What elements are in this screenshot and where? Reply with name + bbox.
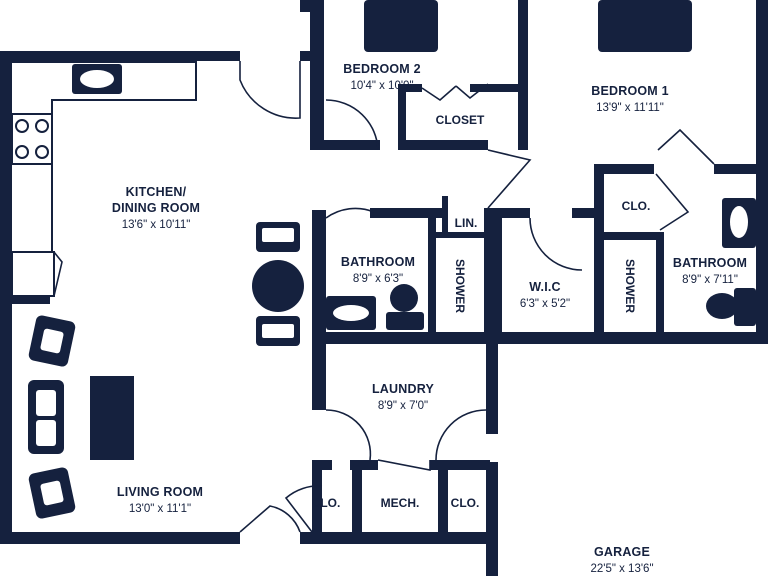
bed-icon <box>598 0 692 52</box>
room-laundry: LAUNDRY 8'9" x 7'0" <box>372 382 435 412</box>
room-name: LIVING ROOM <box>117 485 203 499</box>
room-name: LIN. <box>455 216 478 230</box>
room-kitchen-dining: KITCHEN/ DINING ROOM 13'6" x 10'11" <box>112 185 200 231</box>
room-linen: LIN. <box>455 216 478 230</box>
room-name: BATHROOM <box>673 256 747 270</box>
room-dimensions: 10'4" x 10'0" <box>350 80 413 92</box>
toilet-icon <box>386 284 424 330</box>
room-name: CLO. <box>622 199 651 213</box>
room-name: CLO. <box>312 496 341 510</box>
sofa-icon <box>28 380 64 454</box>
room-name: SHOWER <box>623 259 637 313</box>
room-dimensions: 8'9" x 7'11" <box>682 274 738 286</box>
room-name: GARAGE <box>594 545 650 559</box>
room-shower-left: SHOWER <box>453 259 467 313</box>
room-closet-right: CLO. <box>451 496 480 510</box>
room-name: SHOWER <box>453 259 467 313</box>
room-closet-left: CLO. <box>312 496 341 510</box>
room-name: BEDROOM 1 <box>591 84 669 98</box>
bath-sink-icon <box>722 198 756 248</box>
room-name: CLOSET <box>436 113 485 127</box>
room-name: BATHROOM <box>341 255 415 269</box>
armchair-icon <box>28 467 76 519</box>
room-name: LAUNDRY <box>372 382 435 396</box>
room-name: W.I.C <box>529 280 561 294</box>
fixtures <box>11 0 756 519</box>
door-swings <box>239 61 715 533</box>
room-name: MECH. <box>381 496 420 510</box>
room-dimensions: 8'9" x 6'3" <box>353 273 403 285</box>
room-dimensions: 13'0" x 11'1" <box>129 503 191 515</box>
room-bedroom-1: BEDROOM 1 13'9" x 11'11" <box>591 84 669 114</box>
room-walk-in-closet: W.I.C 6'3" x 5'2" <box>520 280 570 310</box>
room-bathroom-left: BATHROOM 8'9" x 6'3" <box>341 255 415 285</box>
room-dimensions: 6'3" x 5'2" <box>520 298 570 310</box>
stove-icon <box>11 113 53 165</box>
room-dimensions: 13'9" x 11'11" <box>596 102 664 114</box>
room-garage: GARAGE 22'5" x 13'6" <box>590 545 653 575</box>
room-bedroom-2: BEDROOM 2 10'4" x 10'0" <box>343 62 421 92</box>
room-name-line-1: KITCHEN/ <box>126 185 187 199</box>
fridge-icon <box>11 251 55 297</box>
room-shower-right: SHOWER <box>623 259 637 313</box>
room-closet: CLOSET <box>436 113 485 127</box>
room-dimensions: 13'6" x 10'11" <box>122 219 191 231</box>
room-dimensions: 22'5" x 13'6" <box>590 563 653 575</box>
dining-table-icon <box>252 222 304 346</box>
room-bathroom-right: BATHROOM 8'9" x 7'11" <box>673 256 747 286</box>
room-name: CLO. <box>451 496 480 510</box>
room-name: BEDROOM 2 <box>343 62 421 76</box>
coffee-table-icon <box>90 376 134 460</box>
room-living: LIVING ROOM 13'0" x 11'1" <box>117 485 203 515</box>
toilet-icon <box>706 288 756 326</box>
room-name-line-2: DINING ROOM <box>112 201 200 215</box>
room-dimensions: 8'9" x 7'0" <box>378 400 428 412</box>
bed-icon <box>364 0 438 52</box>
room-mechanical: MECH. <box>381 496 420 510</box>
armchair-icon <box>28 315 76 367</box>
room-closet-bedroom-1: CLO. <box>622 199 651 213</box>
